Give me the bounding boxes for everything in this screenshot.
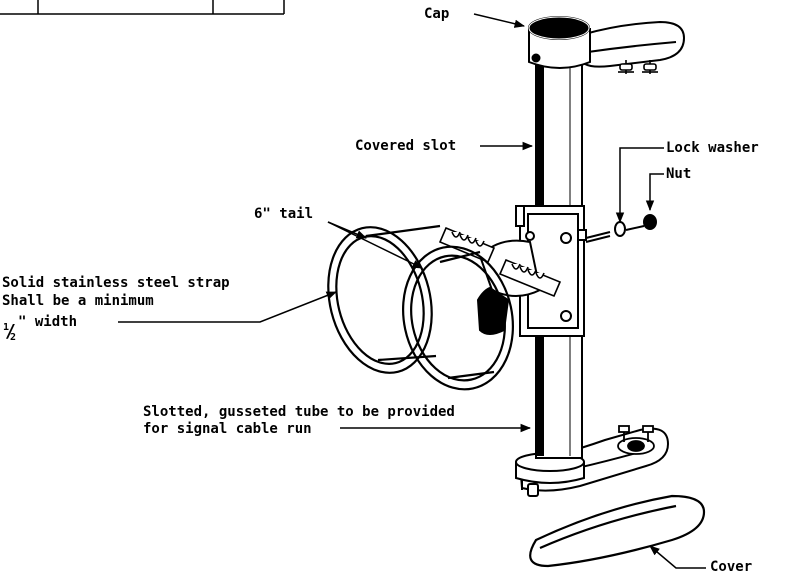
label-cover: Cover	[710, 559, 753, 575]
leader-lines	[118, 13, 706, 569]
label-strap-line2: Shall be a minimum	[2, 293, 154, 309]
bolt-washer-nut	[585, 214, 657, 243]
label-strap-line3: 1/2 " width	[2, 314, 78, 343]
fraction-denominator: 2	[10, 332, 17, 343]
label-strap-width: " width	[18, 314, 78, 330]
label-tail: 6" tail	[254, 206, 314, 222]
spring-lower	[498, 258, 562, 298]
title-block-corner	[0, 0, 285, 15]
label-cap: Cap	[424, 6, 450, 22]
strap-right	[401, 245, 515, 391]
top-cap-assembly	[528, 16, 686, 69]
label-tube-line2: for signal cable run	[143, 421, 312, 437]
label-covered-slot: Covered slot	[355, 138, 457, 154]
label-strap-line1: Solid stainless steel strap	[2, 275, 230, 291]
label-nut: Nut	[666, 166, 692, 182]
fraction-numerator: 1	[3, 322, 10, 333]
cover-plate	[529, 494, 706, 568]
label-lock-washer: Lock washer	[666, 140, 759, 156]
lower-clamp-knob	[617, 425, 655, 455]
label-tube-line1: Slotted, gusseted tube to be provided	[143, 404, 455, 420]
top-arm-knobs	[618, 60, 658, 74]
fraction-slash: /	[5, 321, 16, 342]
